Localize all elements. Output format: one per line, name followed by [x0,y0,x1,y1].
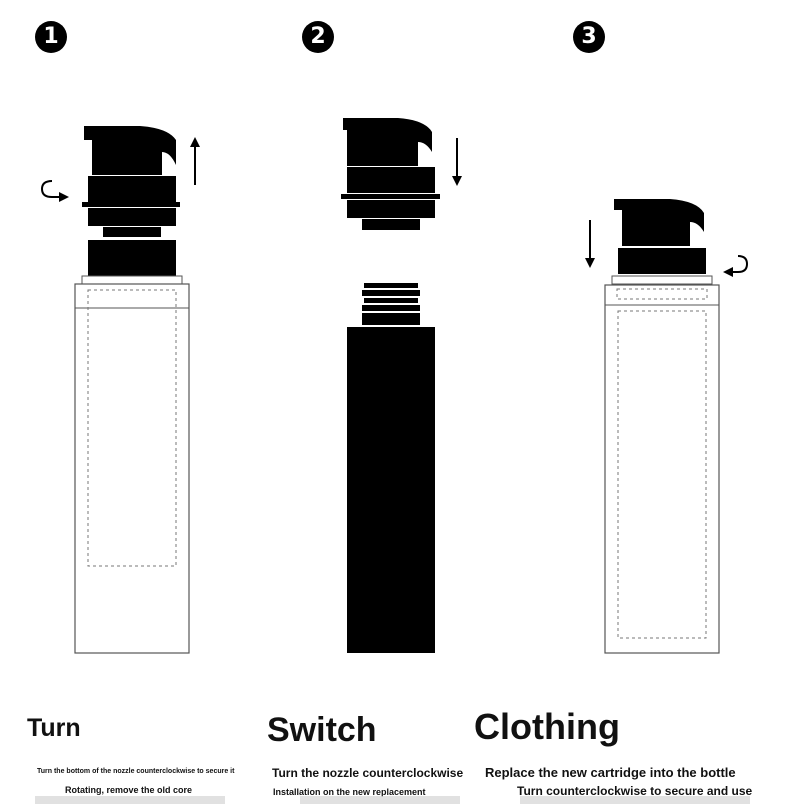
step-2-illustration [341,118,462,653]
step-1-illustration [40,126,200,654]
step-3-caption-line-1: Replace the new cartridge into the bottl… [485,765,736,780]
step-1-badge: 1 [35,21,67,53]
step-1-bottle [74,283,190,654]
bleed-through-mark [520,796,750,804]
step-1-heading: Turn [27,714,81,742]
step-2-heading: Switch [267,711,377,749]
step-2-new-cartridge [347,327,435,653]
step-1-caption-line-1: Turn the bottom of the nozzle counterclo… [37,768,235,775]
step-3-illustration [585,199,749,654]
bleed-through-mark [300,796,460,804]
step-2-caption-line-2: Installation on the new replacement [273,787,426,797]
step-1-old-core [88,240,176,276]
bleed-through-mark [35,796,225,804]
step-1-caption-line-2: Rotating, remove the old core [65,785,193,795]
step-3-bottle [604,284,720,654]
step-2-caption-line-1: Turn the nozzle counterclockwise [272,766,464,780]
step-2-badge: 2 [302,21,334,53]
step-1-pump-nozzle [84,126,176,175]
step-3-caption-line-2: Turn counterclockwise to secure and use [517,784,753,798]
rotate-arrow-icon [723,255,749,277]
rotate-arrow-icon [40,180,69,202]
step-3-heading: Clothing [474,706,620,747]
step-3-pump-nozzle [614,199,704,246]
step-3-badge: 3 [573,21,605,53]
step-2-pump-nozzle [343,118,432,166]
step-1-collar [88,176,176,202]
